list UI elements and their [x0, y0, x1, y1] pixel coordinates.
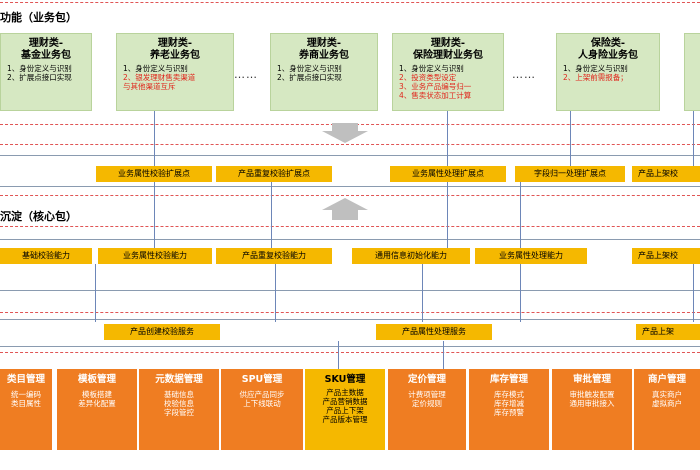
- up-arrow-icon: [322, 198, 368, 220]
- business-section-title: 功能（业务包）: [0, 11, 77, 24]
- package-fund: 理财类- 基金业务包 1、身份定义与识别 2、扩展点接口实现: [0, 33, 92, 111]
- separator-4: [0, 226, 700, 227]
- package-title-line2: 保险理财业务包: [413, 50, 483, 61]
- service-listing: 产品上架: [636, 324, 700, 340]
- ability-basic-check: 基础校验能力: [0, 248, 92, 264]
- service-attr-process: 产品属性处理服务: [376, 324, 492, 340]
- ability-common-init: 通用信息初始化能力: [352, 248, 470, 264]
- package-life-insurance: 保险类- 人身险业务包 1、身份定义与识别 2、上架前需报备；: [556, 33, 660, 111]
- separator-5: [0, 312, 700, 313]
- package-line: 2、扩展点接口实现: [7, 73, 72, 82]
- package-insurance-wealth: 理财类- 保险理财业务包 1、身份定义与识别 2、投资类型设定 3、业务产品编号…: [392, 33, 504, 111]
- core-section-title: 沉淀（核心包）: [0, 210, 77, 223]
- package-line: 1、身份定义与识别: [7, 64, 72, 73]
- package-line: 2、银发理财售卖渠道: [123, 73, 196, 82]
- ellipsis-1: ……: [234, 68, 258, 81]
- module-spu: SPU管理 供应产品同步 上下线联动: [221, 369, 303, 450]
- package-line: 2、扩展点接口实现: [277, 73, 342, 82]
- ability-listing-check: 产品上架校: [632, 248, 700, 264]
- separator-2: [0, 144, 700, 145]
- package-title-line2: 养老业务包: [150, 50, 200, 61]
- module-inventory: 库存管理 库存模式 库存增减 库存预警: [469, 369, 549, 450]
- ext-point-listing-check: 产品上架校: [632, 166, 700, 182]
- package-title-line2: 基金业务包: [21, 50, 71, 61]
- package-pension: 理财类- 养老业务包 1、身份定义与识别 2、银发理财售卖渠道 与其他渠道互斥: [116, 33, 234, 111]
- package-title-line2: 人身险业务包: [578, 50, 638, 61]
- separator-3: [0, 195, 700, 196]
- package-title: 理财类-: [430, 38, 466, 49]
- module-category: 类目管理 统一编码 类目属性: [0, 369, 52, 450]
- module-sku: SKU管理 产品主数据 产品营销数据 产品上下架 产品版本管理: [305, 369, 385, 450]
- package-line: 1、身份定义与识别: [399, 64, 464, 73]
- package-broker: 理财类- 券商业务包 1、身份定义与识别 2、扩展点接口实现: [270, 33, 378, 111]
- package-line: 1、身份定义与识别: [277, 64, 342, 73]
- package-title: 理财类-: [28, 38, 64, 49]
- package-line: 1、身份定义与识别: [123, 64, 188, 73]
- ability-biz-attr-process: 业务属性处理能力: [475, 248, 587, 264]
- separator-top: [0, 2, 700, 3]
- down-arrow-icon: [322, 123, 368, 143]
- package-line: 4、售卖状态加工计算: [399, 91, 472, 100]
- package-title: 保险类-: [590, 38, 626, 49]
- package-partial: [684, 33, 700, 111]
- ability-biz-attr-check: 业务属性校验能力: [98, 248, 212, 264]
- ext-point-biz-attr-process: 业务属性处理扩展点: [390, 166, 506, 182]
- package-title: 理财类-: [306, 38, 342, 49]
- package-line: 与其他渠道互斥: [123, 82, 176, 91]
- module-approval: 审批管理 审批触发配置 通用审批接入: [552, 369, 632, 450]
- ability-dup-check: 产品重复校验能力: [216, 248, 332, 264]
- package-title: 理财类-: [157, 38, 193, 49]
- ext-point-biz-attr-check: 业务属性校验扩展点: [96, 166, 212, 182]
- package-line: 2、上架前需报备；: [563, 73, 628, 82]
- module-merchant: 商户管理 真实商户 虚拟商户: [634, 369, 700, 450]
- package-line: 2、投资类型设定: [399, 73, 457, 82]
- module-template: 模板管理 模板搭建 差异化配置: [57, 369, 137, 450]
- package-title-line2: 券商业务包: [299, 50, 349, 61]
- separator-6: [0, 352, 700, 353]
- ext-point-field-normalize: 字段归一处理扩展点: [515, 166, 625, 182]
- ext-point-dup-check: 产品重复校验扩展点: [216, 166, 332, 182]
- module-pricing: 定价管理 计费项管理 定价规则: [388, 369, 466, 450]
- ellipsis-2: ……: [512, 68, 536, 81]
- service-create-check: 产品创建校验服务: [104, 324, 220, 340]
- module-metadata: 元数据管理 基础信息 校验信息 字段管控: [139, 369, 219, 450]
- package-line: 1、身份定义与识别: [563, 64, 628, 73]
- package-line: 3、业务产品编号归一: [399, 82, 472, 91]
